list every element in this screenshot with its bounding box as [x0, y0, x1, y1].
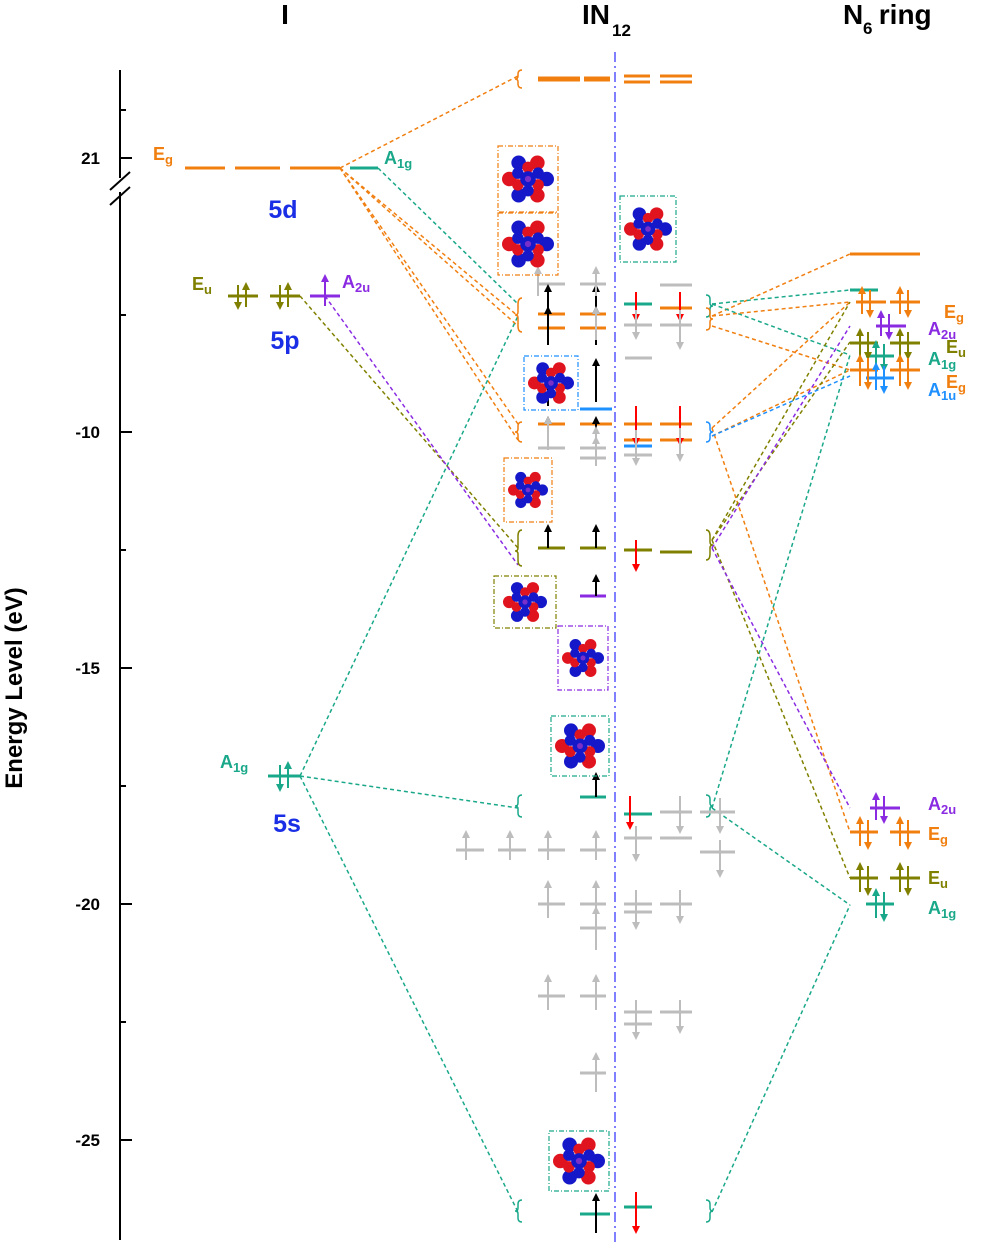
orbital-isosurface-inset [550, 715, 610, 777]
svg-text:A2u: A2u [342, 272, 370, 295]
svg-text:A1g: A1g [928, 349, 956, 372]
header-ring-word: ring [871, 0, 932, 30]
svg-text:Eg: Eg [153, 144, 173, 167]
symmetry-label-a1g: A1g [384, 148, 412, 171]
symmetry-label-a1u: A1u [928, 380, 956, 403]
shell-label-5d: 5d [268, 196, 297, 224]
svg-text:A1g: A1g [928, 898, 956, 921]
orbital-insets [493, 145, 677, 1192]
symmetry-label-a2u: A2u [928, 794, 956, 817]
y-tick-label: 21 [81, 149, 100, 168]
symmetry-label-eg: Eg [946, 372, 966, 395]
svg-text:Eg: Eg [946, 372, 966, 395]
svg-text:A2u: A2u [928, 794, 956, 817]
symmetry-label-a1g: A1g [928, 898, 956, 921]
svg-text:Eg: Eg [928, 824, 948, 847]
y-tick-label: -15 [75, 659, 100, 678]
orbital-isosurface-inset [619, 195, 677, 263]
shell-label-5p: 5p [270, 327, 299, 355]
y-tick-label: -20 [75, 895, 100, 914]
orbital-isosurface-inset [493, 575, 557, 629]
symmetry-label-a2u: A2u [342, 272, 370, 295]
y-tick-label: -25 [75, 1131, 100, 1150]
orbital-isosurface-inset [497, 212, 559, 276]
symmetry-label-a1g: A1g [928, 349, 956, 372]
header-iodine: I [281, 0, 289, 30]
header-ring-subscript: 6 [863, 19, 872, 38]
shell-label-5s: 5s [273, 810, 301, 838]
header-ring-n: N [843, 0, 863, 30]
symmetry-label-eu: Eu [946, 337, 966, 360]
header-in12-subscript: 12 [612, 21, 631, 40]
correlation-lines [299, 75, 851, 1213]
svg-text:Eg: Eg [944, 302, 964, 325]
symmetry-label-eu: Eu [928, 868, 948, 891]
symmetry-label-a1g: A1g [220, 752, 248, 775]
orbital-isosurface-inset [557, 625, 609, 691]
orbital-isosurface-inset [497, 145, 559, 213]
electron-arrows [234, 266, 912, 1234]
y-axis [109, 70, 132, 1240]
svg-text:Eu: Eu [946, 337, 966, 360]
symmetry-label-eu: Eu [192, 274, 212, 297]
orbital-isosurface-inset [548, 1130, 610, 1192]
symmetry-label-eg: Eg [944, 302, 964, 325]
orbital-isosurface-inset [503, 457, 553, 523]
svg-text:A1g: A1g [384, 148, 412, 171]
svg-text:A1u: A1u [928, 380, 956, 403]
header-in12: IN [582, 0, 610, 30]
y-tick-label: -10 [75, 423, 100, 442]
svg-text:A2u: A2u [928, 319, 956, 342]
y-axis-title: Energy Level (eV) [1, 587, 28, 788]
brace-markers [514, 69, 714, 1223]
symmetry-label-a2u: A2u [928, 319, 956, 342]
symmetry-label-eg: Eg [153, 144, 173, 167]
svg-text:A1g: A1g [220, 752, 248, 775]
svg-text:Eu: Eu [928, 868, 948, 891]
svg-text:Eu: Eu [192, 274, 212, 297]
symmetry-label-eg: Eg [928, 824, 948, 847]
orbital-isosurface-inset [523, 355, 579, 411]
